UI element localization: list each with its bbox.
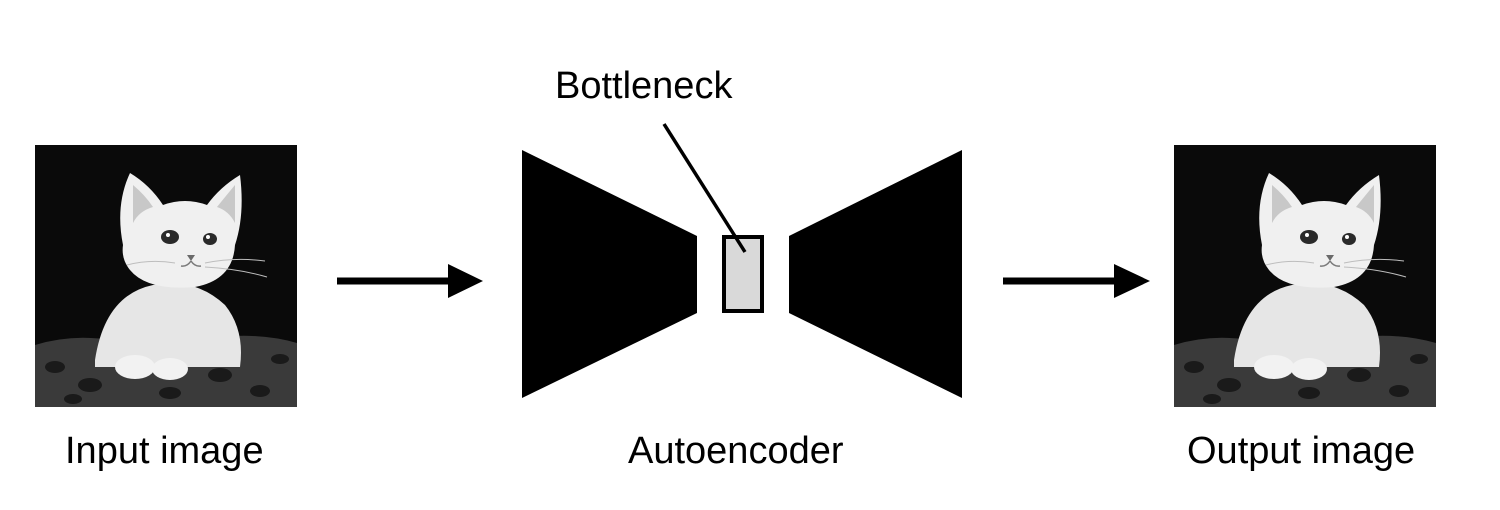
input-image-label: Input image	[65, 430, 264, 472]
input-image	[34, 144, 298, 408]
arrow-out-icon	[1003, 264, 1150, 298]
autoencoder-label: Autoencoder	[628, 430, 844, 472]
decoder-shape	[789, 150, 962, 398]
output-image-label: Output image	[1187, 430, 1416, 472]
encoder-shape	[522, 150, 697, 398]
bottleneck-pointer-line	[662, 123, 747, 253]
arrow-in-icon	[337, 264, 483, 298]
bottleneck-label: Bottleneck	[555, 65, 733, 107]
output-image	[1173, 144, 1437, 408]
